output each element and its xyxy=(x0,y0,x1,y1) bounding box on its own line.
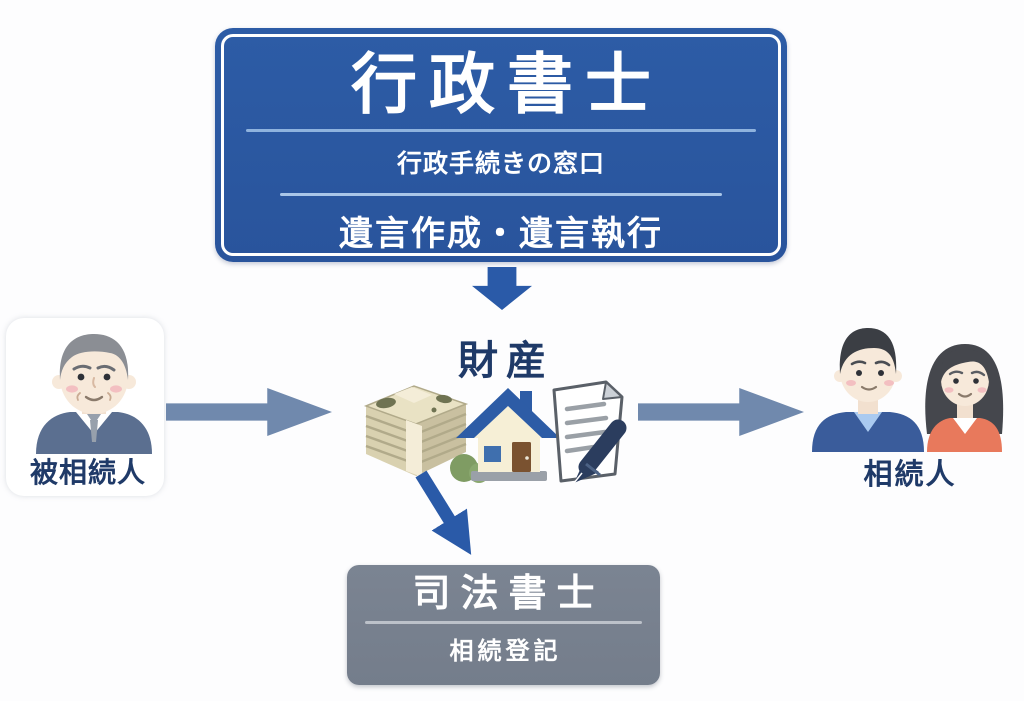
arrow-assets-to-shiho-icon xyxy=(415,470,472,555)
heir-woman xyxy=(925,344,1004,452)
gyosei-role-line: 行政手続きの窓口 xyxy=(396,149,605,178)
money-stack-icon xyxy=(363,385,469,477)
shiho-shoshi-title: 司法書士 xyxy=(412,571,605,615)
decedent-label: 被相続人 xyxy=(29,456,146,489)
heirs-label: 相続人 xyxy=(863,457,957,491)
arrow-assets-to-heirs-icon xyxy=(638,388,804,436)
gyosei-services-line: 遺言作成・遺言執行 xyxy=(339,214,663,254)
arrow-decedent-to-assets-icon xyxy=(166,388,332,436)
gyosei-shoshi-box: 行政書士 行政手続きの窓口 遺言作成・遺言執行 xyxy=(215,28,787,262)
document-pen-icon xyxy=(552,380,627,484)
arrow-down-icon xyxy=(472,267,532,310)
shiho-service-line: 相続登記 xyxy=(449,636,562,665)
divider xyxy=(280,193,722,196)
heir-man xyxy=(812,328,924,452)
gyosei-shoshi-title: 行政書士 xyxy=(351,46,663,123)
shiho-shoshi-box: 司法書士 相続登記 xyxy=(347,565,660,685)
divider xyxy=(365,620,642,624)
house-icon xyxy=(456,388,560,481)
elderly-man-avatar xyxy=(36,334,152,454)
divider xyxy=(246,129,756,132)
assets-label: 財産 xyxy=(458,338,554,384)
assets-illustration xyxy=(363,380,627,484)
couple-avatar xyxy=(812,328,1004,452)
